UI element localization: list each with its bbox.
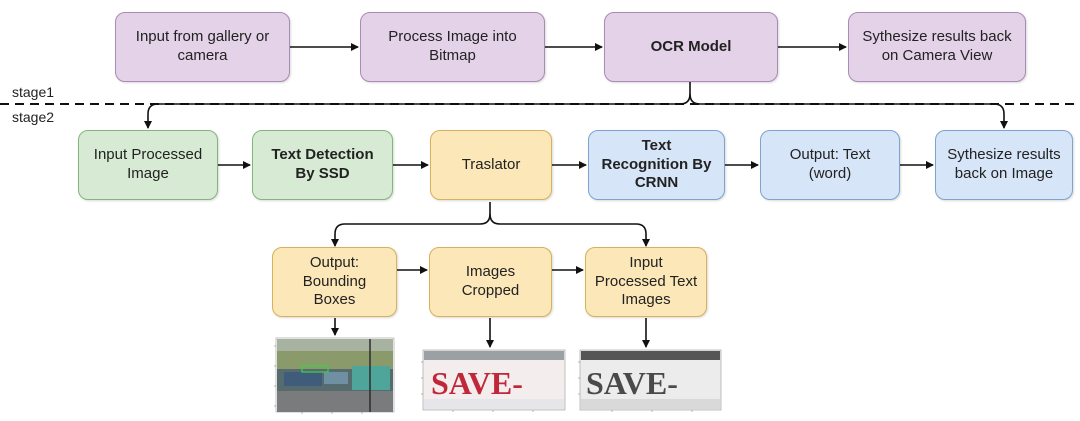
processed-text-grayscale-text: SAVE-	[586, 365, 678, 401]
node-text-recognition-crnn-label: Text Recognition By CRNN	[601, 136, 712, 192]
node-output-text-word: Output: Text (word)	[760, 130, 900, 200]
node-text-detection-ssd-label: Text Detection By SSD	[271, 146, 374, 182]
node-input-processed-image: Input Processed Image	[78, 130, 218, 200]
node-images-cropped: Images Cropped	[429, 247, 552, 317]
stage1-label: stage1	[12, 84, 55, 100]
node-ocr-model: OCR Model	[604, 12, 778, 82]
node-images-cropped-label: Images Cropped	[461, 263, 520, 299]
node-process-bitmap-label: Process Image into Bitmap	[388, 28, 517, 64]
arrow-translator-to-text-images	[489, 213, 650, 247]
cropped-sign-color-thumbnail: SAVE-	[413, 348, 568, 416]
processed-text-grayscale-thumbnail: SAVE-	[572, 348, 724, 416]
node-synth-camera-view: Sythesize results back on Camera View	[848, 12, 1026, 82]
node-input-gallery-camera: Input from gallery or camera	[115, 12, 290, 82]
arrow-ocr-to-input-processed	[144, 82, 691, 129]
node-text-recognition-crnn: Text Recognition By CRNN	[588, 130, 725, 200]
node-input-processed-text-images-label: Input Processed Text Images	[594, 253, 698, 309]
node-input-processed-image-label: Input Processed Image	[93, 146, 203, 182]
node-output-text-word-label: Output: Text (word)	[789, 146, 871, 182]
node-text-detection-ssd: Text Detection By SSD	[252, 130, 393, 200]
node-process-bitmap: Process Image into Bitmap	[360, 12, 545, 82]
node-ocr-model-label: OCR Model	[650, 37, 732, 55]
node-translator: Traslator	[430, 130, 552, 200]
stage2-label: stage2	[12, 109, 55, 125]
photo-bounding-boxes-thumbnail	[262, 336, 398, 418]
node-translator-label: Traslator	[461, 155, 521, 173]
arrow-translator-to-bounding	[331, 202, 491, 247]
node-input-processed-text-images: Input Processed Text Images	[585, 247, 707, 317]
node-synth-camera-view-label: Sythesize results back on Camera View	[862, 28, 1012, 64]
arrow-ocr-to-synth-image	[689, 93, 1008, 129]
node-synth-image-label: Sythesize results back on Image	[947, 146, 1061, 182]
cropped-sign-color-text: SAVE-	[431, 365, 523, 401]
node-output-bounding-boxes: Output: Bounding Boxes	[272, 247, 397, 317]
node-synth-image: Sythesize results back on Image	[935, 130, 1073, 200]
node-input-gallery-camera-label: Input from gallery or camera	[135, 28, 270, 64]
node-output-bounding-boxes-label: Output: Bounding Boxes	[302, 253, 367, 309]
